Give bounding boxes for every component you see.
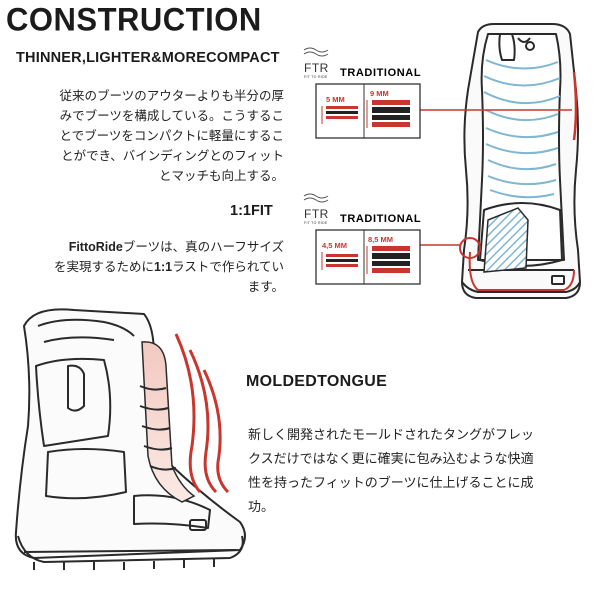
page-title: CONSTRUCTION bbox=[6, 1, 262, 38]
traditional-label: TRADITIONAL bbox=[340, 213, 421, 225]
text-line: 従来のブーツのアウターよりも半分の厚 bbox=[59, 88, 284, 103]
text-span: ブーツは、真のハーフサイズ bbox=[122, 239, 284, 254]
ftr-logo: FTR bbox=[304, 207, 329, 221]
ftr-thickness-value: 4,5 MM bbox=[322, 241, 347, 250]
section-heading-fit: 1:1FIT bbox=[230, 203, 273, 219]
section-text-thinner: 従来のブーツのアウターよりも半分の厚 みでブーツを構成している。こうするこ とで… bbox=[14, 86, 284, 186]
text-line: 性を持ったフィットのブーツに仕上げることに成 bbox=[248, 476, 534, 491]
text-span: ラストで作られてい bbox=[172, 259, 284, 274]
text-span: を実現するために bbox=[54, 259, 155, 274]
ftr-thickness-value: 5 MM bbox=[326, 95, 345, 104]
thickness-comparison-panel-2: FTR FIT TO RIDE TRADITIONAL 4,5 MM 8,5 M… bbox=[303, 193, 421, 285]
text-line: 功。 bbox=[248, 500, 275, 515]
text-line: とでブーツをコンパクトに軽量にするこ bbox=[59, 128, 284, 143]
brand-name: FittoRide bbox=[68, 240, 123, 254]
thickness-comparison-panel-1: FTR FIT TO RIDE TRADITIONAL 5 MM 9 MM bbox=[303, 47, 421, 139]
ftr-subtitle: FIT TO RIDE bbox=[304, 75, 328, 79]
traditional-thickness-value: 8,5 MM bbox=[368, 235, 393, 244]
section-text-fit: FittoRideブーツは、真のハーフサイズ を実現するために1:1ラストで作ら… bbox=[6, 237, 284, 297]
section-heading-tongue: MOLDEDTONGUE bbox=[246, 373, 388, 390]
boot-side-view-illustration bbox=[14, 308, 246, 570]
traditional-thickness-value: 9 MM bbox=[370, 89, 389, 98]
text-line: FittoRideブーツは、真のハーフサイズ bbox=[6, 237, 284, 257]
text-line: みでブーツを構成している。こうするこ bbox=[59, 108, 284, 123]
traditional-label: TRADITIONAL bbox=[340, 67, 421, 79]
ftr-logo: FTR bbox=[304, 61, 329, 75]
ftr-subtitle: FIT TO RIDE bbox=[304, 221, 328, 225]
text-line: ます。 bbox=[247, 279, 284, 294]
text-line: クスだけではなく更に確実に包み込むような快適 bbox=[248, 452, 534, 467]
text-line: 新しく開発されたモールドされたタングがフレッ bbox=[248, 428, 535, 443]
section-heading-thinner: THINNER,LIGHTER&MORECOMPACT bbox=[16, 50, 280, 66]
boot-back-view-illustration bbox=[459, 23, 581, 299]
section-text-tongue: 新しく開発されたモールドされたタングがフレッ クスだけではなく更に確実に包み込む… bbox=[248, 424, 594, 520]
text-line: とマッチも向上する。 bbox=[158, 168, 284, 183]
text-line: とができ、バインディングとのフィット bbox=[61, 148, 284, 163]
text-line: を実現するために1:1ラストで作られてい bbox=[6, 257, 284, 277]
ratio-text: 1:1 bbox=[154, 260, 173, 274]
